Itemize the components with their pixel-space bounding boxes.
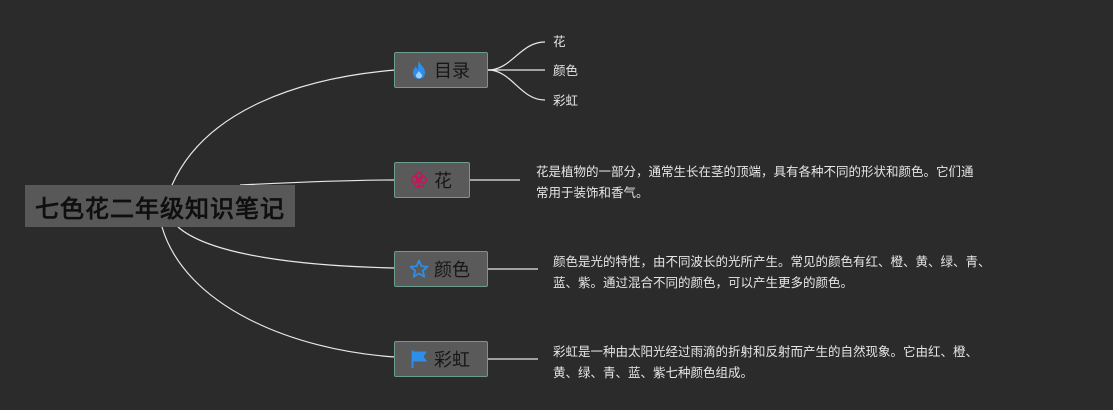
toc-item-color[interactable]: 颜色 [553,62,578,80]
rainbow-note-line-2: 黄、绿、青、蓝、紫七种颜色组成。 [553,365,754,380]
topic-rainbow-label: 彩虹 [434,350,470,371]
fire-icon [409,60,429,80]
flower-note-line-2: 常用于装饰和香气。 [536,185,649,200]
color-note-line-2: 蓝、紫。通过混合不同的颜色，可以产生更多的颜色。 [553,275,854,290]
connector-root-to-rainbow [161,226,396,358]
toc-item-rainbow-label: 彩虹 [553,93,579,108]
connector-root-to-flower [239,179,396,186]
topic-flower[interactable]: 花 [394,162,470,198]
connector-root-to-color [177,226,396,269]
rainbow-note: 彩虹是一种由太阳光经过雨滴的折射和反射而产生的自然现象。它由红、橙、 黄、绿、青… [553,341,1053,383]
rainbow-note-line-1: 彩虹是一种由太阳光经过雨滴的折射和反射而产生的自然现象。它由红、橙、 [553,344,979,359]
root-topic-label: 七色花二年级知识笔记 [35,194,285,223]
toc-item-flower[interactable]: 花 [553,33,566,51]
topic-toc-label: 目录 [434,61,470,82]
root-topic[interactable]: 七色花二年级知识笔记 [25,185,295,227]
topic-flower-label: 花 [434,171,452,192]
flower-note: 花是植物的一部分，通常生长在茎的顶端，具有各种不同的形状和颜色。它们通 常用于装… [536,161,1046,203]
toc-item-rainbow[interactable]: 彩虹 [553,92,578,110]
color-note-line-1: 颜色是光的特性，由不同波长的光所产生。常见的颜色有红、橙、黄、绿、青、 [553,254,991,269]
topic-color[interactable]: 颜色 [394,251,488,287]
topic-color-label: 颜色 [434,260,470,281]
topic-toc[interactable]: 目录 [394,52,488,88]
flower-note-line-1: 花是植物的一部分，通常生长在茎的顶端，具有各种不同的形状和颜色。它们通 [536,164,974,179]
star-icon [409,259,429,279]
connector-toc-child-3 [487,69,546,101]
connector-root-to-toc [171,69,396,186]
color-note: 颜色是光的特性，由不同波长的光所产生。常见的颜色有红、橙、黄、绿、青、 蓝、紫。… [553,251,1053,293]
connector-toc-child-1 [487,41,546,71]
topic-rainbow[interactable]: 彩虹 [394,341,488,377]
flag-icon [409,349,429,369]
toc-item-color-label: 颜色 [553,63,579,78]
toc-item-flower-label: 花 [553,34,566,49]
flower-icon [409,170,429,190]
